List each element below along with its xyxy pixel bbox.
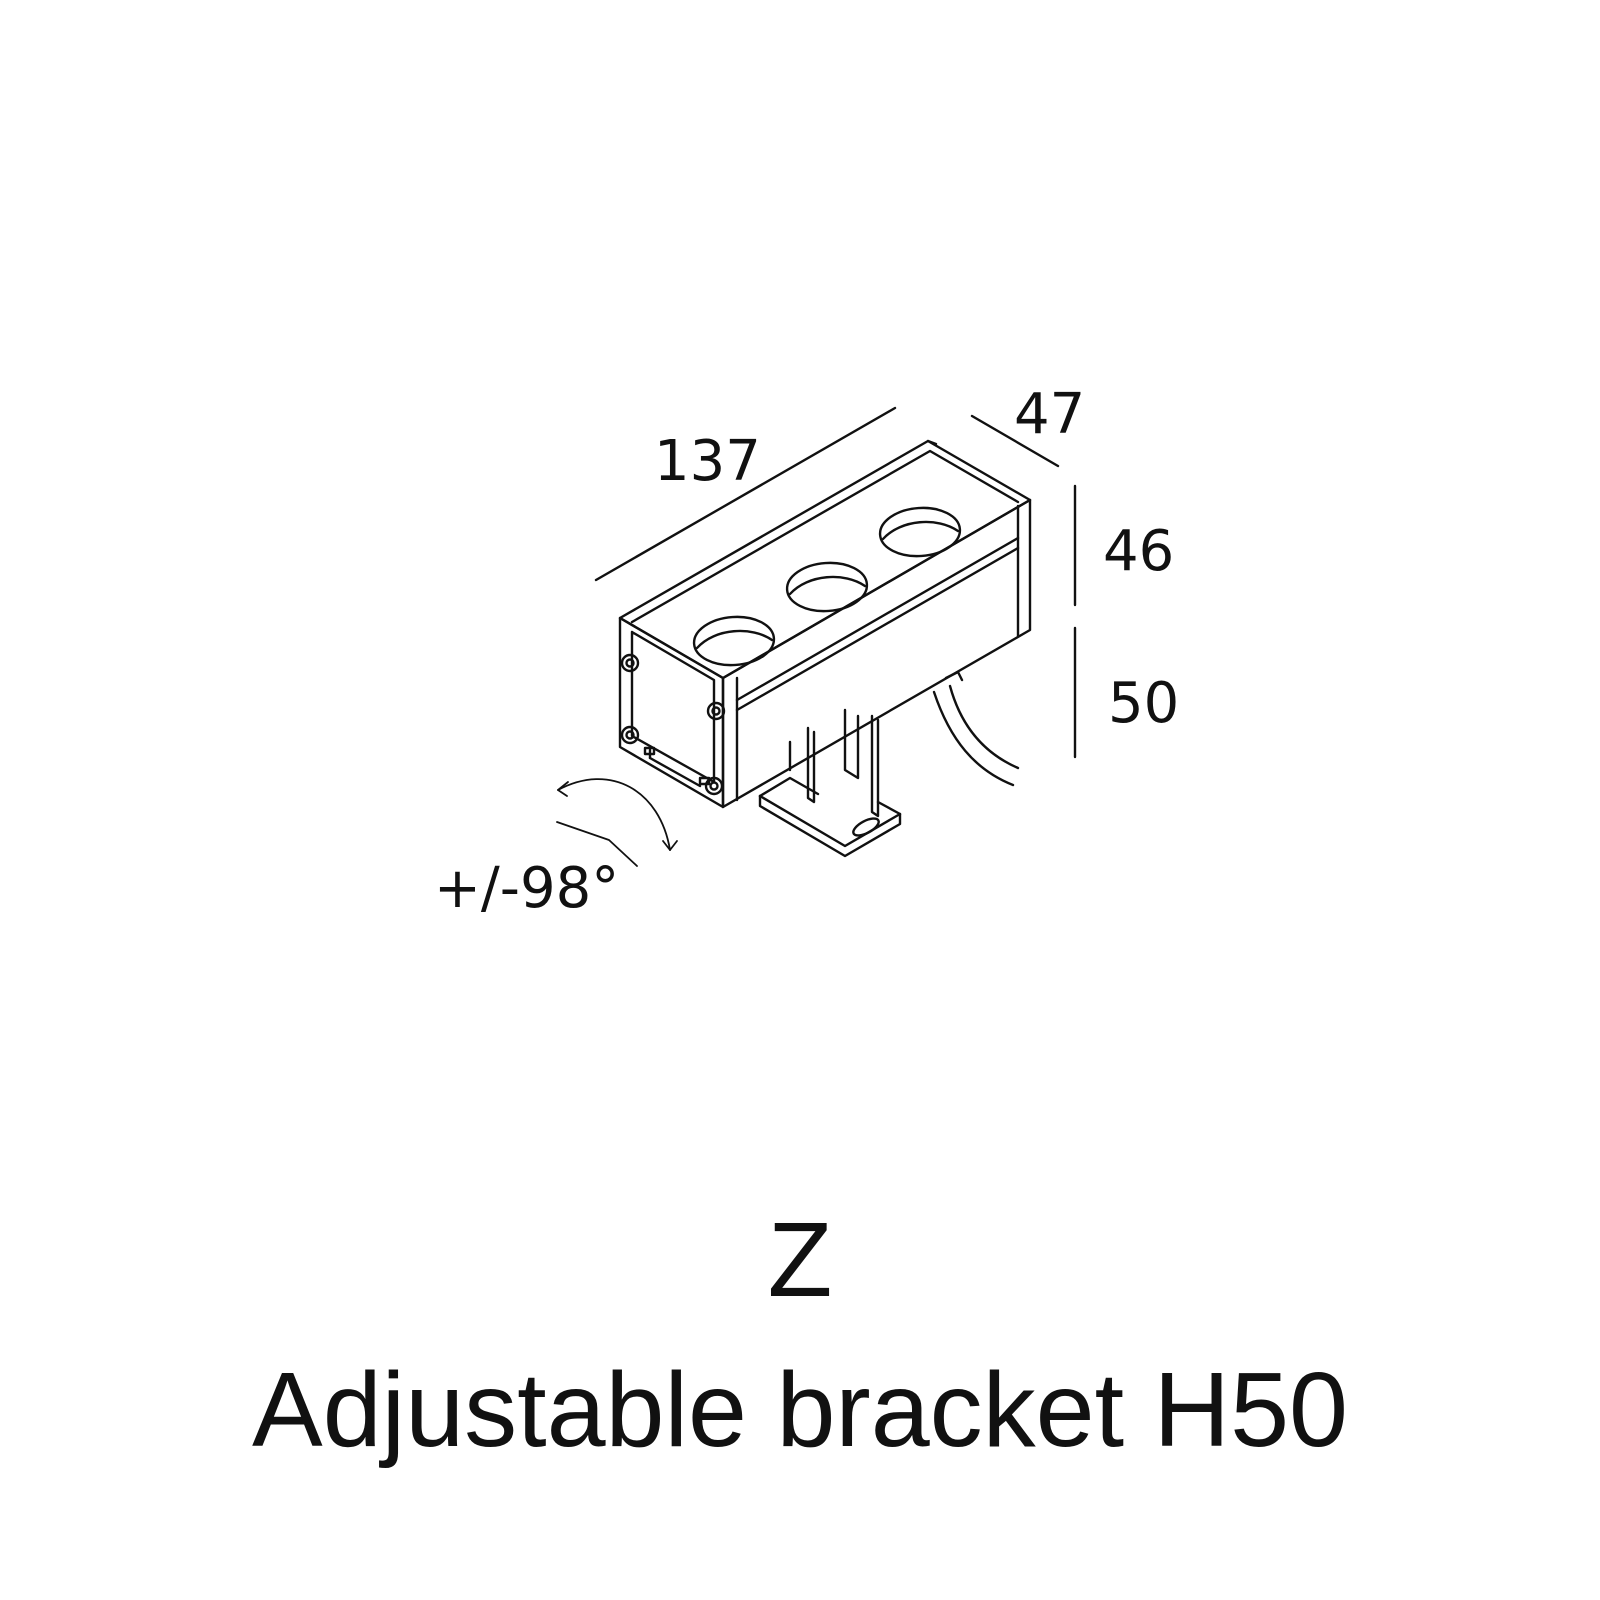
front-face-groove <box>735 546 1020 712</box>
led-optic-2 <box>785 561 869 613</box>
bracket-slot <box>852 817 880 837</box>
bracket-height-label: 50 <box>1108 671 1179 736</box>
led-optic-3 <box>878 506 962 558</box>
product-code: Z <box>767 1201 833 1319</box>
length-label: 137 <box>654 429 761 494</box>
mounting-bracket <box>758 708 902 858</box>
end-cap <box>618 616 725 809</box>
product-name: Adjustable bracket H50 <box>252 1351 1348 1469</box>
rotation-indicator <box>556 778 678 867</box>
head-height-label: 46 <box>1103 519 1174 584</box>
power-cable <box>932 670 1020 787</box>
luminaire-body <box>618 439 1032 809</box>
end-cap-screws <box>620 653 726 796</box>
depth-dimension-line <box>970 414 1060 468</box>
led-optic-1 <box>692 615 776 667</box>
length-dimension-line <box>594 406 897 582</box>
led-optics <box>692 506 962 667</box>
front-face <box>721 498 1032 809</box>
screw-middle-right <box>706 701 726 721</box>
rotation-label: +/-98° <box>434 856 619 921</box>
screw-top-left <box>620 653 640 673</box>
screw-bottom-left <box>620 725 640 745</box>
depth-label: 47 <box>1014 382 1085 447</box>
screw-bottom-right <box>704 776 724 796</box>
